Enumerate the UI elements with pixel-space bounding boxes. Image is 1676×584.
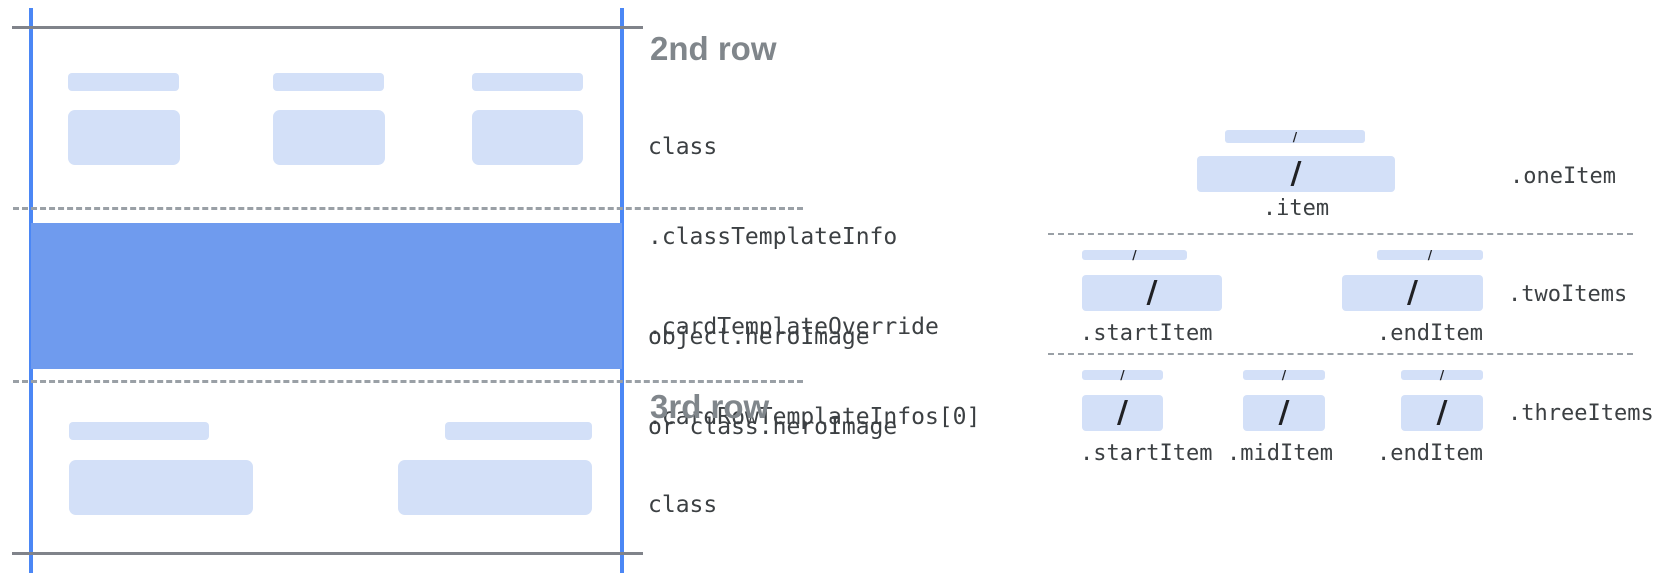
row2-col2-label-placeholder xyxy=(273,73,384,91)
oneitem-twoitems-divider-dashed xyxy=(1048,233,1633,235)
oneitem-group-label: .oneItem xyxy=(1510,164,1616,189)
row2-title: 2nd row xyxy=(650,30,777,67)
code-line: or class.heroImage xyxy=(648,414,898,440)
slash-glyph: / xyxy=(1407,275,1418,310)
threeitems-end-body-bar: / xyxy=(1401,395,1483,431)
slash-glyph: / xyxy=(1117,395,1128,430)
code-line: .classTemplateInfo xyxy=(648,580,980,584)
row3-code-path: class .classTemplateInfo .cardTemplateOv… xyxy=(648,430,980,584)
threeitems-start-label: .startItem xyxy=(1080,441,1213,466)
code-line: .classTemplateInfo xyxy=(648,224,898,250)
slash-glyph: / xyxy=(1132,248,1137,262)
row2-col1-value-placeholder xyxy=(68,110,180,165)
row2-col3-value-placeholder xyxy=(472,110,583,165)
code-line: class xyxy=(648,134,718,160)
row2-code-path: class .classTemplateInfo .cardTemplateOv… xyxy=(648,72,980,492)
card-bottom-edge xyxy=(12,552,643,555)
right-guide-line xyxy=(620,8,624,573)
slash-glyph: / xyxy=(1436,395,1448,430)
threeitems-end-label: .endItem xyxy=(1377,441,1483,466)
card-top-edge xyxy=(12,26,643,29)
slash-glyph: / xyxy=(1146,275,1158,310)
code-line: .cardRowTemplateInfos[0] xyxy=(648,404,981,430)
twoitems-start-label: .startItem xyxy=(1080,321,1213,346)
threeitems-end-header-bar: / xyxy=(1401,368,1483,382)
hero-image-band xyxy=(31,223,622,369)
row3-title: 3rd row xyxy=(650,388,770,425)
row2-hero-divider-dashed xyxy=(13,207,803,210)
code-line: class xyxy=(648,492,718,518)
twoitems-start-body-bar: / xyxy=(1082,275,1222,311)
threeitems-start-body-bar: / xyxy=(1082,395,1163,431)
hero-code-path: object.heroImage or class.heroImage xyxy=(648,262,897,502)
oneitem-body-bar: / xyxy=(1197,156,1395,192)
slash-glyph: / xyxy=(1292,129,1298,144)
row3-col2-value-placeholder xyxy=(398,460,592,515)
slash-glyph: / xyxy=(1120,368,1125,382)
twoitems-threeitems-divider-dashed xyxy=(1048,353,1633,355)
slash-glyph: / xyxy=(1290,156,1302,191)
row2-col3-label-placeholder xyxy=(472,73,583,91)
threeitems-mid-label: .midItem xyxy=(1227,441,1333,466)
threeitems-start-header-bar: / xyxy=(1082,368,1163,382)
slash-glyph: / xyxy=(1278,395,1290,430)
twoitems-end-label: .endItem xyxy=(1377,321,1483,346)
row3-col2-label-placeholder xyxy=(445,422,592,440)
threeitems-mid-body-bar: / xyxy=(1243,395,1325,431)
slash-glyph: / xyxy=(1439,368,1445,382)
row2-col1-label-placeholder xyxy=(68,73,179,91)
twoitems-end-body-bar: / xyxy=(1342,275,1483,311)
hero-row3-divider-dashed xyxy=(13,380,803,383)
twoitems-end-header-bar: / xyxy=(1377,248,1483,262)
code-line: object.heroImage xyxy=(648,324,870,350)
oneitem-header-bar: / xyxy=(1225,130,1365,143)
slash-glyph: / xyxy=(1281,368,1287,382)
row3-col1-value-placeholder xyxy=(69,460,253,515)
threeitems-mid-header-bar: / xyxy=(1243,368,1325,382)
code-line: .cardTemplateOverride xyxy=(648,314,939,340)
twoitems-group-label: .twoItems xyxy=(1508,282,1628,307)
slash-glyph: / xyxy=(1427,248,1433,262)
threeitems-group-label: .threeItems xyxy=(1508,401,1654,426)
twoitems-start-header-bar: / xyxy=(1082,248,1187,262)
row2-col2-value-placeholder xyxy=(273,110,385,165)
row3-col1-label-placeholder xyxy=(69,422,209,440)
oneitem-item-label: .item xyxy=(1262,196,1330,221)
